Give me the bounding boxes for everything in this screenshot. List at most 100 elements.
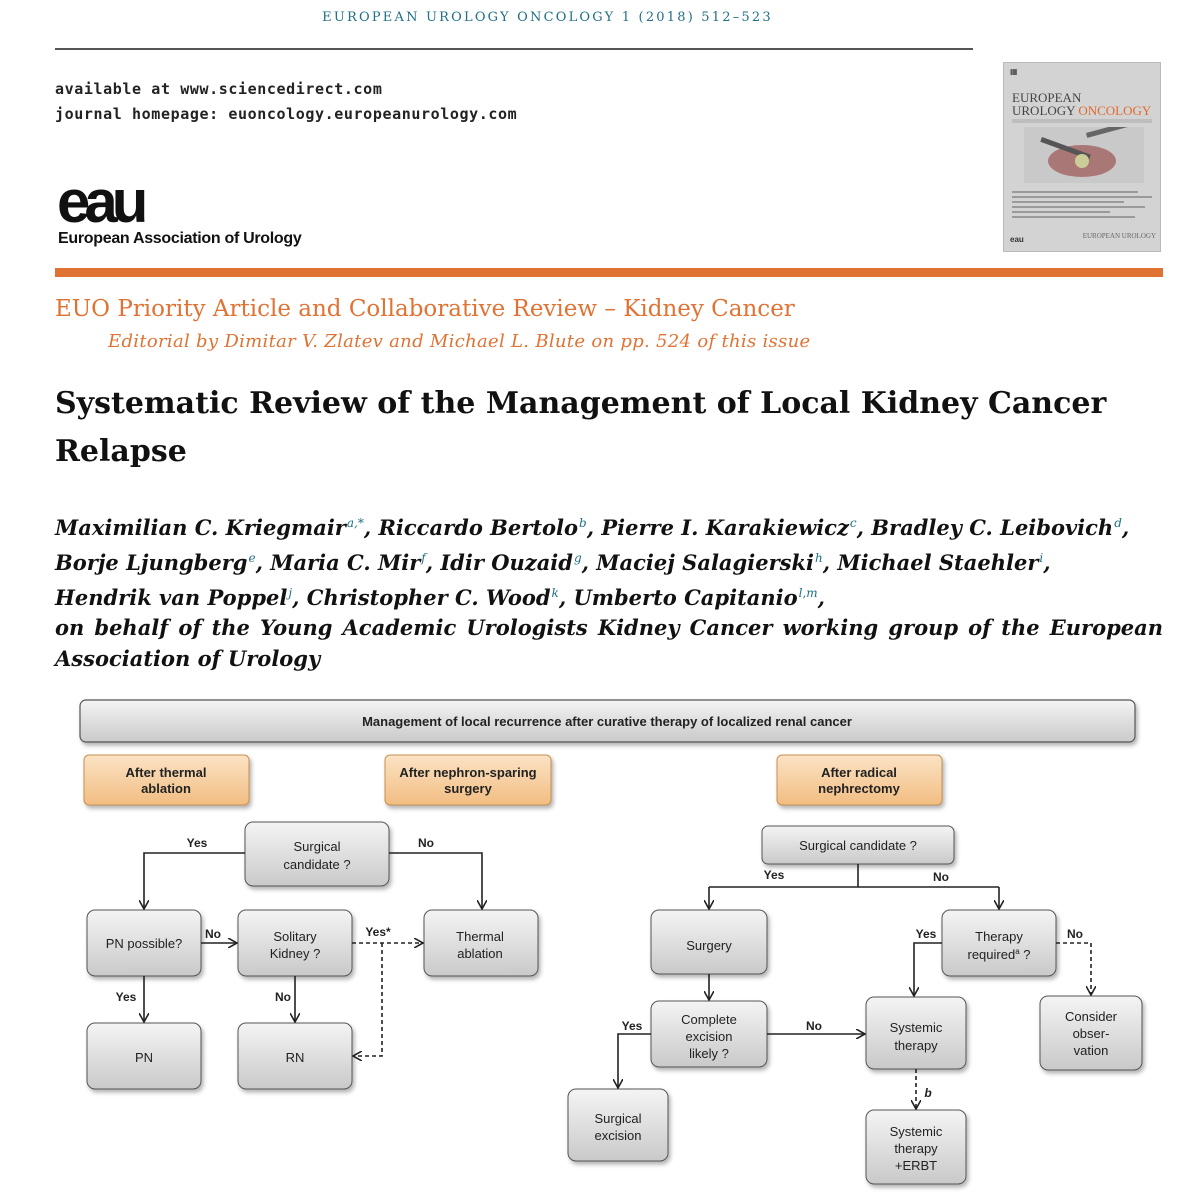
affiliation-link[interactable]: f [421, 551, 426, 565]
header-rule [55, 48, 973, 50]
box-systemic-therapy: Systemic therapy [865, 996, 967, 1070]
flowchart-title-box: Management of local recurrence after cur… [79, 699, 1136, 743]
svg-text:requireda ?: requireda ? [968, 947, 1031, 962]
editorial-note[interactable]: Editorial by Dimitar V. Zlatev and Micha… [108, 331, 811, 352]
on-behalf-statement: on behalf of the Young Academic Urologis… [55, 615, 1163, 671]
box-surgical-candidate-left: Surgical candidate ? [244, 821, 390, 887]
svg-text:Consider: Consider [1065, 1009, 1118, 1024]
svg-text:Surgical candidate ?: Surgical candidate ? [799, 838, 917, 853]
label-no: No [933, 870, 949, 884]
svg-text:Complete: Complete [681, 1012, 737, 1027]
available-at-link[interactable]: available at www.sciencedirect.com [55, 80, 383, 98]
cover-text-lines [1012, 191, 1152, 221]
svg-text:Surgical: Surgical [294, 839, 341, 854]
svg-text:RN: RN [286, 1050, 305, 1065]
svg-text:obser-: obser- [1073, 1026, 1110, 1041]
label-no: No [1067, 927, 1083, 941]
svg-text:vation: vation [1074, 1043, 1109, 1058]
svg-text:Systemic: Systemic [890, 1124, 943, 1139]
label-no: No [418, 836, 434, 850]
orange-divider [55, 268, 1163, 277]
box-solitary-kidney: Solitary Kidney ? [237, 909, 353, 977]
svg-text:Thermal: Thermal [456, 929, 504, 944]
svg-text:therapy: therapy [894, 1038, 938, 1053]
box-rn: RN [237, 1022, 353, 1090]
cover-footer-logo: eau [1010, 235, 1024, 244]
affiliation-link[interactable]: b [579, 516, 587, 530]
label-no: No [806, 1019, 822, 1033]
author: Maciej Salagierski [596, 550, 814, 575]
label-yes-star: Yes* [365, 925, 391, 939]
box-consider-observation: Consider obser- vation [1039, 995, 1143, 1071]
svg-text:Systemic: Systemic [890, 1020, 943, 1035]
svg-text:likely ?: likely ? [689, 1046, 729, 1061]
journal-homepage-link[interactable]: journal homepage: euoncology.europeanuro… [55, 105, 518, 123]
affiliation-link[interactable]: g [573, 551, 582, 565]
svg-text:surgery: surgery [444, 781, 492, 796]
svg-text:PN: PN [135, 1050, 153, 1065]
svg-text:PN possible?: PN possible? [106, 936, 183, 951]
right-connectors [618, 864, 1091, 1108]
affiliation-link[interactable]: e [248, 551, 256, 565]
svg-text:Surgery: Surgery [686, 938, 732, 953]
affiliation-link[interactable]: c [849, 516, 857, 530]
box-thermal-ablation: Thermal ablation [423, 909, 539, 977]
affiliation-link[interactable]: i [1039, 551, 1044, 565]
author: Riccardo Bertolo [378, 515, 579, 540]
cover-subtitle-bar [1012, 119, 1152, 123]
label-yes: Yes [916, 927, 937, 941]
author: Christopher C. Wood [306, 585, 551, 610]
svg-text:+ERBT: +ERBT [895, 1158, 937, 1173]
eau-name: European Association of Urology [58, 230, 302, 247]
management-flowchart: Management of local recurrence after cur… [79, 699, 1143, 1185]
svg-text:excision: excision [686, 1029, 733, 1044]
svg-text:Therapy: Therapy [975, 929, 1023, 944]
author-list: Maximilian C. Kriegmaira,*, Riccardo Ber… [55, 515, 1130, 610]
label-yes: Yes [187, 836, 208, 850]
affiliation-link[interactable]: h [814, 551, 823, 565]
author: Maximilian C. Kriegmair [55, 515, 346, 540]
journal-cover-thumbnail[interactable]: ▦ EUROPEAN UROLOGY ONCOLOGY eau EUROPEAN… [1003, 62, 1161, 252]
box-therapy-required: Therapy requireda ? [941, 909, 1057, 977]
category-after-radical-nephrectomy: After radical nephrectomy [776, 754, 943, 806]
svg-text:Kidney ?: Kidney ? [270, 946, 321, 961]
cover-publisher-mark: ▦ [1010, 67, 1018, 76]
eau-logo-text: eau [57, 176, 145, 230]
svg-text:ablation: ablation [457, 946, 503, 961]
svg-text:nephrectomy: nephrectomy [818, 781, 900, 796]
author: Bradley C. Leibovich [871, 515, 1114, 540]
svg-text:After nephron-sparing: After nephron-sparing [399, 765, 536, 780]
label-no: No [275, 990, 291, 1004]
author: Idir Ouzaid [440, 550, 573, 575]
svg-text:excision: excision [595, 1128, 642, 1143]
box-systemic-therapy-erbt: Systemic therapy +ERBT [865, 1109, 967, 1185]
affiliation-link[interactable]: a,* [346, 516, 364, 530]
svg-text:After radical: After radical [821, 765, 897, 780]
running-head: EUROPEAN UROLOGY ONCOLOGY 1 (2018) 512–5… [322, 10, 773, 25]
affiliation-link[interactable]: k [551, 586, 559, 600]
author: Hendrik van Poppel [55, 585, 288, 610]
label-yes: Yes [116, 990, 137, 1004]
left-connectors [144, 852, 482, 1056]
affiliation-link[interactable]: j [288, 586, 293, 600]
flowchart-title: Management of local recurrence after cur… [362, 714, 852, 729]
cover-footer-brand: EUROPEAN UROLOGY [1082, 232, 1156, 240]
affiliation-link[interactable]: d [1114, 516, 1122, 530]
box-pn-possible: PN possible? [86, 909, 202, 977]
article-title: Systematic Review of the Management of L… [55, 386, 1107, 469]
author: Pierre I. Karakiewicz [601, 515, 849, 540]
author: Borje Ljungberg [55, 550, 248, 575]
cover-title-line2: UROLOGY ONCOLOGY [1012, 103, 1152, 118]
label-no: No [205, 927, 221, 941]
eau-logo[interactable]: eau [55, 176, 195, 230]
author: Michael Staehler [837, 550, 1039, 575]
label-yes: Yes [622, 1019, 643, 1033]
section-heading: EUO Priority Article and Collaborative R… [55, 296, 795, 322]
box-surgery: Surgery [650, 909, 768, 975]
author: Maria C. Mir [270, 550, 421, 575]
affiliation-link[interactable]: l,m [798, 586, 818, 600]
cover-title-line1: EUROPEAN [1012, 90, 1082, 105]
svg-text:therapy: therapy [894, 1141, 938, 1156]
box-surgical-excision: Surgical excision [567, 1088, 669, 1162]
svg-text:candidate ?: candidate ? [283, 857, 350, 872]
